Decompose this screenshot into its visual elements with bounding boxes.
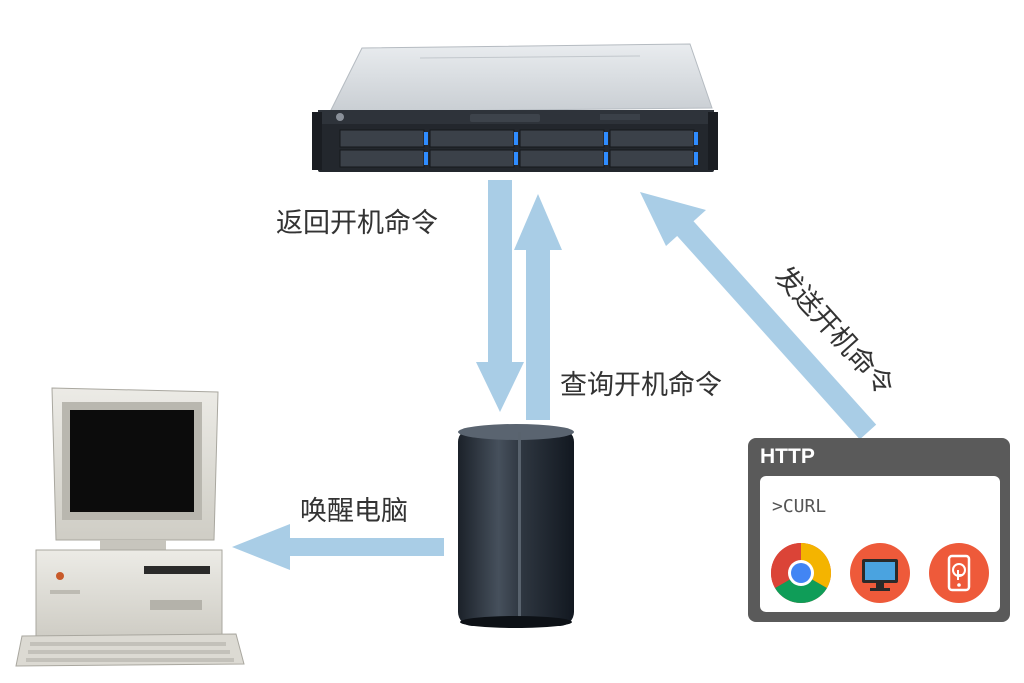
chrome-icon [770, 543, 832, 604]
monitor-icon [850, 543, 910, 603]
http-panel-title: HTTP [760, 445, 815, 468]
arrow-send-command [640, 192, 877, 440]
http-panel-body: >CURL [760, 476, 1000, 612]
curl-command-text: >CURL [772, 496, 827, 517]
desktop-computer-icon [15, 387, 245, 667]
mobile-touch-icon [929, 543, 989, 603]
arrow-query-command [514, 194, 562, 420]
return-command-label: 返回开机命令 [276, 208, 438, 239]
rack-server-icon [312, 43, 718, 172]
arrow-wake-computer [232, 524, 444, 570]
http-client-panel: HTTP >CURL [748, 438, 1010, 622]
query-command-label: 查询开机命令 [560, 370, 722, 401]
cylinder-device-icon [458, 424, 574, 628]
arrow-return-command [476, 180, 524, 412]
wake-computer-label: 唤醒电脑 [300, 496, 408, 527]
